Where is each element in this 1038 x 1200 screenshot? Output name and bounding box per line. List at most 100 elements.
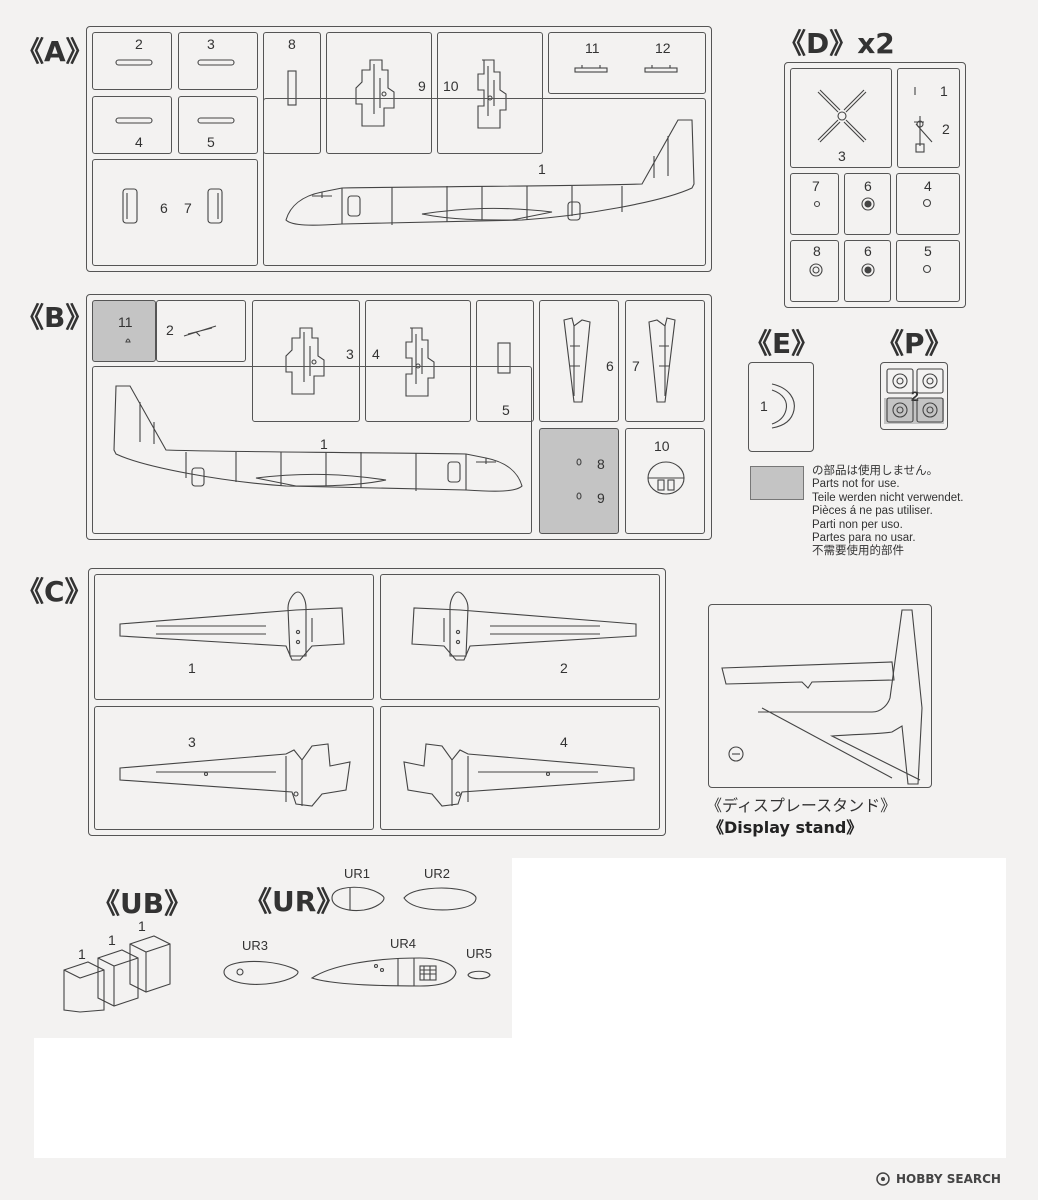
sprue-a-cell-3 <box>178 32 258 90</box>
part-d2-landing-gear <box>914 116 933 153</box>
display-stand-jp: 《ディスプレースタンド》 <box>706 796 897 815</box>
sprue-c-cell-2 <box>380 574 660 700</box>
part-ur4 <box>310 957 457 987</box>
sprue-b-num-10: 10 <box>654 438 670 454</box>
ur4-label: UR4 <box>390 936 417 951</box>
part-b1-fuselage-half <box>113 385 523 492</box>
sprue-b-cell-1 <box>92 366 532 534</box>
sprue-b-num-6: 6 <box>606 358 614 374</box>
ur1-label: UR1 <box>344 866 371 881</box>
sprue-d-cell-7 <box>790 173 839 235</box>
ur5-label: UR5 <box>466 946 493 961</box>
display-stand-parts <box>721 609 923 785</box>
sprue-d-cell-3 <box>790 68 892 168</box>
sprue-p-unused-area <box>884 398 944 424</box>
part-d7 <box>813 200 821 208</box>
sprue-a-num-5: 5 <box>207 134 215 150</box>
part-c4-wing <box>403 743 635 807</box>
sprue-d-num-2: 2 <box>942 121 950 137</box>
part-b2 <box>183 325 217 337</box>
part-b8 <box>576 458 582 466</box>
part-c2-wing <box>411 591 637 661</box>
part-e1-windshield <box>771 383 795 429</box>
sprue-a-cell-11-12 <box>548 32 706 94</box>
sprue-b-num-1: 1 <box>320 436 328 452</box>
legend-text: の部品は使用しません。 Parts not for use. Teile wer… <box>812 465 964 559</box>
part-b9 <box>576 492 582 500</box>
sprue-a-num-3: 3 <box>207 36 215 52</box>
sprue-b-num-9: 9 <box>597 490 605 506</box>
part-b5 <box>497 342 511 374</box>
sprue-d-cell-8 <box>790 240 839 302</box>
part-a6 <box>122 188 138 224</box>
sprue-b-cell-6 <box>539 300 619 422</box>
part-b6 <box>563 317 591 403</box>
sprue-a-cell-9 <box>326 32 432 154</box>
sprue-d-cell-5 <box>896 240 960 302</box>
part-a4 <box>115 117 153 124</box>
part-a2 <box>115 59 153 66</box>
sprue-ur-label: 《UR》 <box>244 885 345 918</box>
sprue-b-num-3: 3 <box>346 346 354 362</box>
part-ur2 <box>403 887 477 911</box>
sprue-a-num-6: 6 <box>160 200 168 216</box>
part-p-poly-caps <box>886 368 944 423</box>
part-a7 <box>207 188 223 224</box>
part-d3-propeller <box>817 89 867 143</box>
part-c3-wing <box>119 743 351 807</box>
part-c1-wing <box>119 591 345 661</box>
sprue-d-num-5: 5 <box>924 243 932 259</box>
part-d6b-wheel <box>861 263 875 277</box>
sprue-ub-label: 《UB》 <box>92 887 193 920</box>
sprue-a-num-12: 12 <box>655 40 671 56</box>
sprue-a-cell-10 <box>437 32 543 154</box>
sprue-b-num-2: 2 <box>166 322 174 338</box>
sprue-c-label: 《C》 <box>16 575 93 608</box>
sprue-b-frame <box>86 294 712 540</box>
legend-line-es: Partes para no usar. <box>812 532 916 545</box>
sprue-b-num-5: 5 <box>502 402 510 418</box>
part-a9-nacelle <box>355 59 395 127</box>
sprue-d-label: 《D》x2 <box>778 27 895 60</box>
ur2-label: UR2 <box>424 866 451 881</box>
sprue-a-num-1: 1 <box>538 161 546 177</box>
sprue-b-num-4: 4 <box>372 346 380 362</box>
part-a1-fuselage-half <box>285 119 695 226</box>
sprue-d-cell-1-2 <box>897 68 960 168</box>
sprue-c-num-1: 1 <box>188 660 196 676</box>
sprue-p-num-2: 2 <box>911 388 919 404</box>
legend-line-fr: Pièces á ne pas utiliser. <box>812 505 933 518</box>
sprue-d-num-4: 4 <box>924 178 932 194</box>
sprue-a-frame <box>86 26 712 272</box>
sprue-a-label: 《A》 <box>16 35 94 68</box>
sprue-b-cell-8-9-unused <box>539 428 619 534</box>
sprue-a-num-8: 8 <box>288 36 296 52</box>
sprue-d-cell-6a <box>844 173 891 235</box>
sprue-p-frame <box>880 362 948 430</box>
sprue-d-num-7: 7 <box>812 178 820 194</box>
legend-line-zh: 不需要使用的部件 <box>812 545 904 558</box>
sprue-d-frame <box>784 62 966 308</box>
part-a11 <box>574 65 608 73</box>
part-b7 <box>648 317 676 403</box>
part-d5 <box>922 264 932 274</box>
sprue-a-num-10: 10 <box>443 78 459 94</box>
sprue-c-cell-4 <box>380 706 660 830</box>
sprue-b-cell-7 <box>625 300 705 422</box>
sprue-d-num-3: 3 <box>838 148 846 164</box>
sprue-d-cell-6b <box>844 240 891 302</box>
sprue-c-frame <box>88 568 666 836</box>
part-b10 <box>647 461 685 495</box>
sprue-a-num-9: 9 <box>418 78 426 94</box>
legend-line-de: Teile werden nicht verwendet. <box>812 491 964 504</box>
sprue-b-cell-2 <box>156 300 246 362</box>
ur3-label: UR3 <box>242 938 269 953</box>
part-d8 <box>809 263 823 277</box>
display-stand-frame <box>708 604 932 788</box>
part-ur5 <box>467 970 491 980</box>
sprue-c-num-2: 2 <box>560 660 568 676</box>
sprue-c-cell-3 <box>94 706 374 830</box>
blank-area-bottom <box>34 1038 1006 1158</box>
display-stand-en: 《Display stand》 <box>708 818 863 837</box>
part-a5 <box>197 117 235 124</box>
